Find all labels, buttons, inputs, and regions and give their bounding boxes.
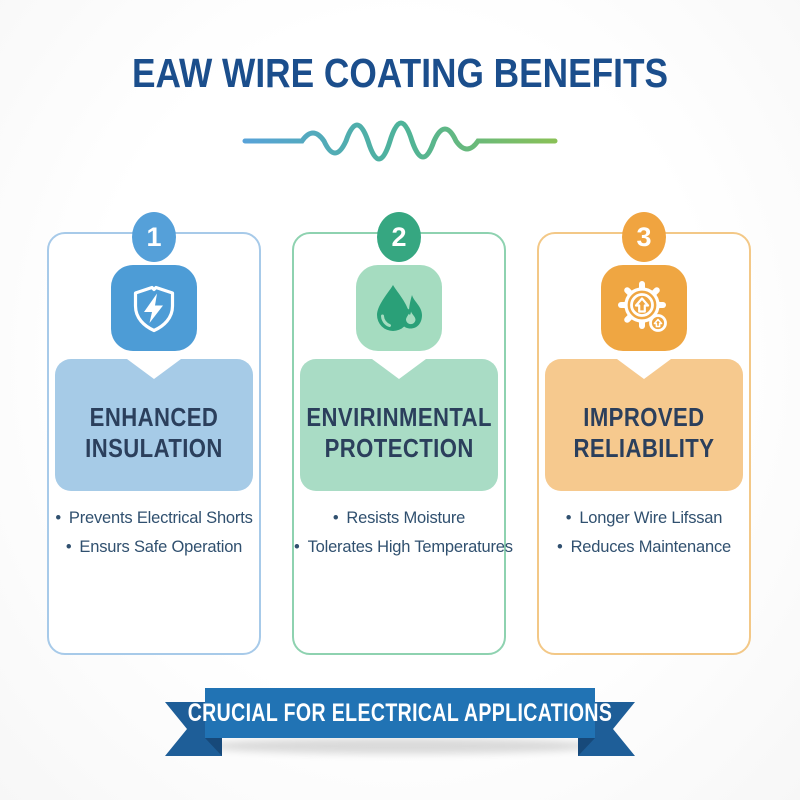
card-1-heading-line2: INSULATION [85, 433, 223, 463]
gear-upgrade-icon [601, 265, 687, 351]
flame [399, 295, 422, 329]
page-title: EAW WIRE COATING BENEFITS [131, 50, 669, 96]
card-3-heading-line1: IMPROVED [583, 402, 705, 432]
step-3-badge: 3 [622, 212, 666, 262]
banner-label: CRUCIAL FOR ELECTRICAL APPLICATIONS [187, 698, 613, 727]
card-2-heading-line1: ENVIRINMENTAL [306, 402, 492, 432]
up-arrow [634, 297, 650, 313]
card-2-heading: ENVIRINMENTAL PROTECTION [306, 402, 492, 464]
shield-outline [133, 285, 175, 333]
wire-wave-path [242, 120, 558, 162]
wire-wave-divider [242, 120, 558, 162]
card-3-outline: IMPROVED RELIABILITY Longer Wire Lifssan… [537, 232, 751, 655]
ribbon-left-fold [205, 738, 222, 756]
lightning-bolt [144, 293, 163, 323]
card-1-heading: ENHANCED INSULATION [85, 402, 223, 464]
benefit-item: Tolerates High Temperatures [294, 533, 513, 562]
banner-ribbon [165, 688, 635, 756]
card-3-heading: IMPROVED RELIABILITY [574, 402, 715, 464]
benefit-item: Resists Moisture [294, 504, 504, 533]
card-2-heading-line2: PROTECTION [324, 433, 474, 463]
benefit-cards-row: 1 ENHANCED INSULATION Prevents El [47, 212, 751, 658]
flame-inner [406, 311, 416, 325]
card-3-heading-box: IMPROVED RELIABILITY [545, 359, 743, 491]
benefit-card-enhanced-insulation: 1 ENHANCED INSULATION Prevents El [47, 212, 261, 658]
card-1-heading-line1: ENHANCED [89, 402, 219, 432]
droplet-highlight [381, 314, 391, 327]
card-3-benefit-list: Longer Wire Lifssan Reduces Maintenance [539, 504, 749, 561]
step-2-badge: 2 [377, 212, 421, 262]
card-1-outline: ENHANCED INSULATION Prevents Electrical … [47, 232, 261, 655]
ribbon-band [205, 688, 595, 738]
card-2-heading-box: ENVIRINMENTAL PROTECTION [300, 359, 498, 491]
small-up-arrow [653, 318, 663, 328]
benefit-card-environmental-protection: 2 ENVIRINMENTAL PROTECTION [292, 212, 513, 658]
benefit-item: Reduces Maintenance [539, 533, 749, 562]
card-3-heading-line2: RELIABILITY [573, 433, 715, 463]
step-1-badge: 1 [132, 212, 176, 262]
benefit-item: Ensurs Safe Operation [49, 533, 259, 562]
card-3-heading-notch [617, 359, 671, 379]
upgrade-badge-circle [649, 314, 667, 332]
ribbon-shadow [205, 738, 595, 754]
benefit-card-improved-reliability: 3 [537, 212, 751, 658]
gear-inner-circle [630, 293, 654, 317]
card-1-heading-box: ENHANCED INSULATION [55, 359, 253, 491]
benefit-item: Longer Wire Lifssan [539, 504, 749, 533]
card-1-heading-notch [127, 359, 181, 379]
droplet-flame-icon [356, 265, 442, 351]
ribbon-right-fold [578, 738, 595, 756]
shield-bolt-icon [111, 265, 197, 351]
card-2-outline: ENVIRINMENTAL PROTECTION Resists Moistur… [292, 232, 513, 655]
benefit-item: Prevents Electrical Shorts [49, 504, 259, 533]
card-2-heading-notch [372, 359, 426, 379]
card-2-benefit-list: Resists Moisture Tolerates High Temperat… [294, 504, 513, 562]
card-1-benefit-list: Prevents Electrical Shorts Ensurs Safe O… [49, 504, 259, 561]
